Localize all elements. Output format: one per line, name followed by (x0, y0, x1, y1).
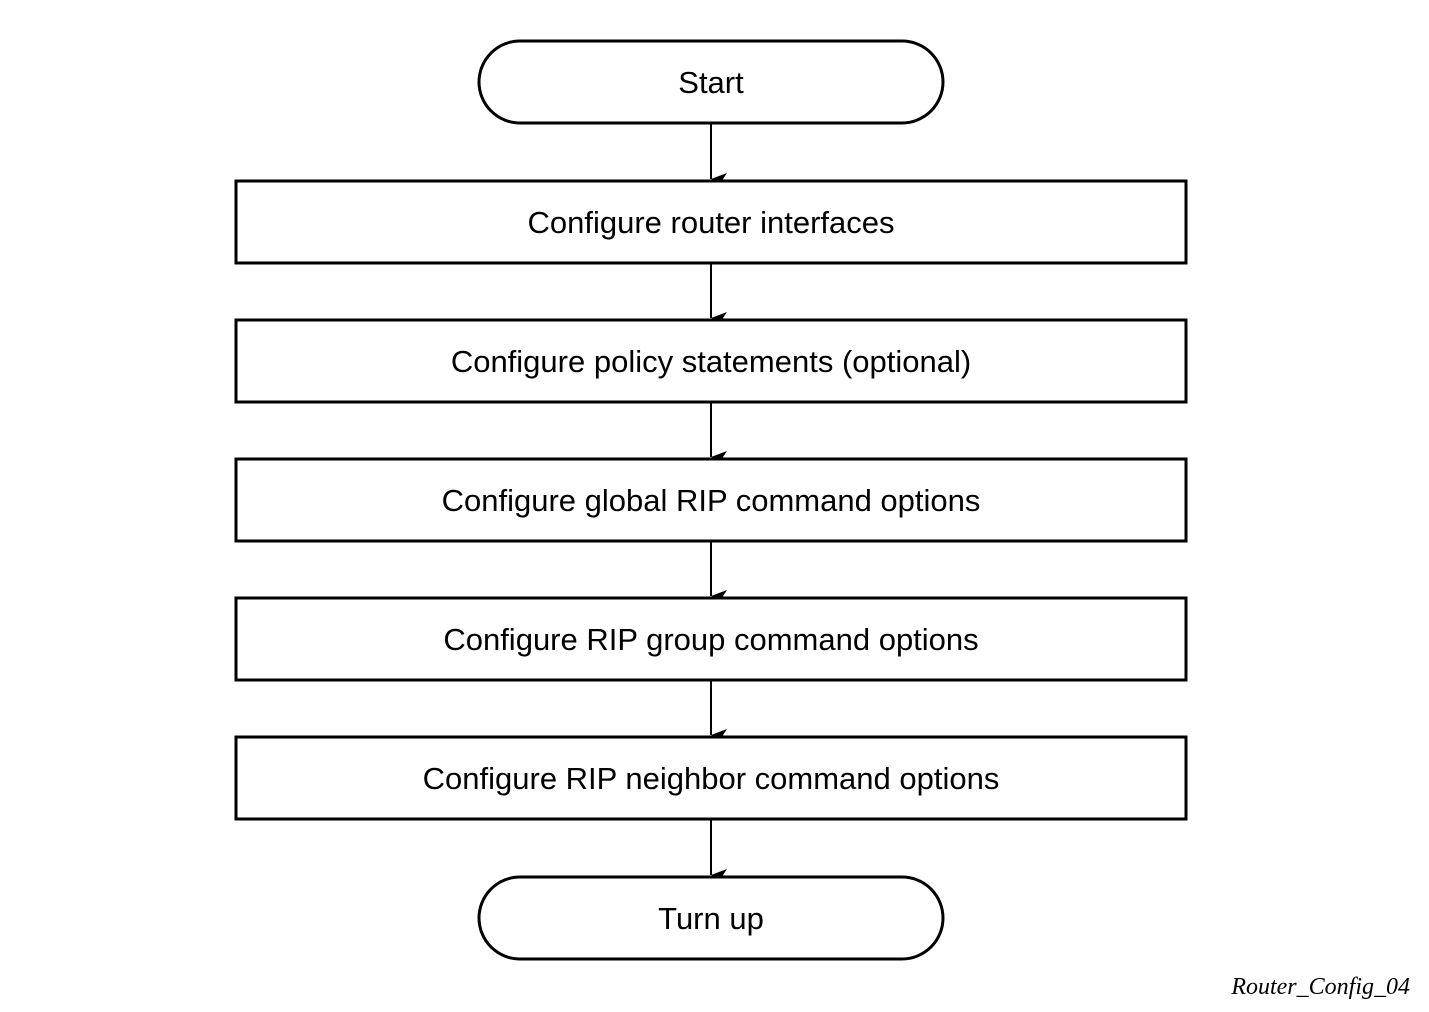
terminal-shape (477, 39, 945, 125)
node-step5: Configure RIP neighbor command options (234, 735, 1188, 821)
process-box (234, 318, 1188, 404)
process-box (234, 179, 1188, 265)
node-label: Configure router interfaces (527, 205, 894, 240)
figure-id: Router_Config_04 (1230, 974, 1410, 1000)
node-label: Configure policy statements (optional) (451, 344, 971, 379)
node-step2: Configure policy statements (optional) (234, 318, 1188, 404)
node-end: Turn up (477, 875, 945, 961)
node-label: Turn up (658, 901, 764, 936)
node-label: Configure RIP group command options (443, 622, 978, 657)
node-step1: Configure router interfaces (234, 179, 1188, 265)
node-start: Start (477, 39, 945, 125)
node-step3: Configure global RIP command options (234, 457, 1188, 543)
node-label: Configure global RIP command options (442, 483, 981, 518)
process-box (234, 596, 1188, 682)
process-box (234, 735, 1188, 821)
terminal-shape (477, 875, 945, 961)
process-box (234, 457, 1188, 543)
node-label: Start (678, 65, 744, 100)
node-step4: Configure RIP group command options (234, 596, 1188, 682)
node-label: Configure RIP neighbor command options (423, 761, 1000, 796)
